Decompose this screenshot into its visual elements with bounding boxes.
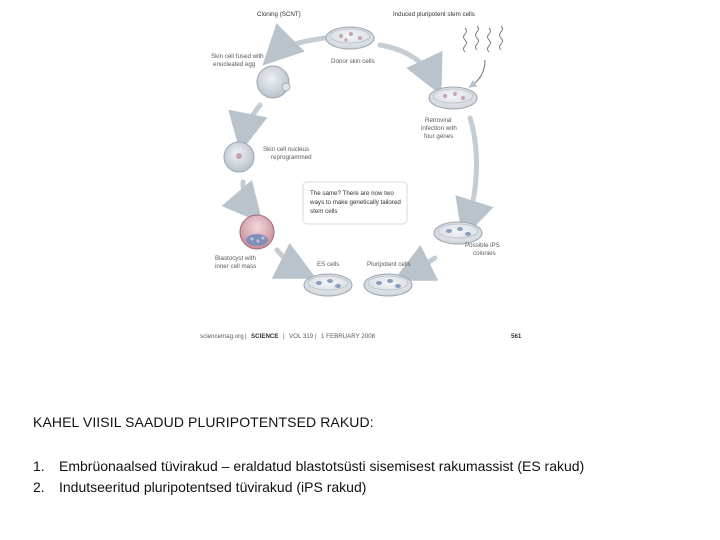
donor-skin-dish: [325, 26, 375, 50]
es-cells-dish: [303, 273, 353, 297]
blastocyst-label-1: Blastocyst with: [215, 255, 256, 262]
section-heading: KAHEL VIISIL SAADUD PLURIPOTENTSED RAKUD…: [33, 414, 374, 430]
pluripotent-list: 1. Embrüonaalsed tüvirakud – eraldatud bl…: [33, 456, 584, 498]
nucleus-label-2: reprogrammed: [271, 154, 312, 161]
footer-site: sciencemag.org: [200, 333, 244, 340]
skin-cell-fused-label-2: enucleated egg: [213, 61, 256, 68]
possible-ips-label-2: colonies: [473, 250, 496, 257]
fused-egg: [256, 65, 291, 99]
ips-colonies-dish: [433, 221, 483, 245]
blastocyst: [239, 214, 275, 250]
possible-ips-label-1: Possible iPS: [465, 242, 500, 249]
reprogrammed-egg: [223, 141, 255, 173]
blastocyst-label-2: inner cell mass: [215, 263, 256, 270]
nucleus-label-1: Skin cell nucleus: [263, 146, 309, 153]
footer-page: 561: [511, 333, 522, 340]
list-item: 1. Embrüonaalsed tüvirakud – eraldatud bl…: [33, 456, 584, 477]
retroviral-label-3: four genes: [424, 133, 453, 140]
list-item-number: 2.: [33, 479, 45, 495]
es-cells-label: ES cells: [317, 261, 339, 268]
cycle-arrows: [221, 23, 494, 281]
stem-cell-diagram: Cloning (SCNT) Induced pluripotent stem …: [195, 0, 535, 345]
ips-label: Induced pluripotent stem cells: [393, 11, 475, 18]
footer-volume: VOL 319: [289, 333, 314, 340]
footer-separator-3: |: [315, 333, 317, 340]
same-box-line-3: stem cells: [310, 208, 338, 215]
retroviral-label-2: infection with: [421, 125, 457, 132]
list-item: 2. Indutseeritud pluripotentsed tüvirakud…: [33, 477, 584, 498]
gene-squiggles: [463, 25, 503, 53]
center-note-box: [302, 181, 408, 225]
footer-separator-1: |: [245, 333, 247, 340]
pluripotent-label: Pluripotent cells: [367, 261, 411, 268]
footer-journal: SCIENCE: [251, 333, 279, 340]
same-box-line-1: The same? There are now two: [310, 190, 394, 197]
figure-footer: sciencemag.org | SCIENCE | VOL 319 | 1 F…: [200, 333, 522, 340]
footer-separator-2: |: [283, 333, 285, 340]
list-item-text: Indutseeritud pluripotentsed tüvirakud (…: [59, 479, 367, 495]
retroviral-label-1: Retroviral: [425, 117, 451, 124]
cloning-label: Cloning (SCNT): [257, 11, 301, 18]
list-item-text: Embrüonaalsed tüvirakud – eraldatud blas…: [59, 458, 585, 474]
donor-skin-label: Donor skin cells: [331, 58, 375, 65]
same-box-line-2: ways to make genetically tailored: [309, 199, 401, 206]
retroviral-dish: [428, 86, 478, 110]
footer-date: 1 FEBRUARY 2008: [321, 333, 376, 340]
list-item-number: 1.: [33, 458, 45, 474]
skin-cell-fused-label-1: Skin cell fused with: [211, 53, 264, 60]
pluripotent-dish: [363, 273, 413, 297]
